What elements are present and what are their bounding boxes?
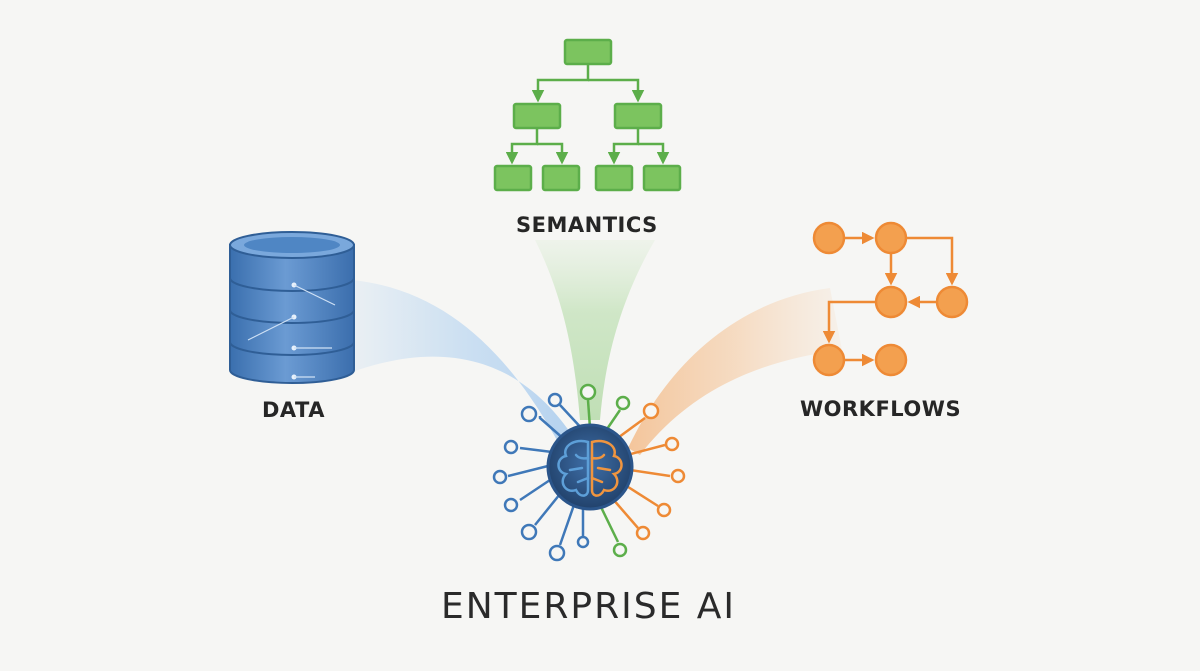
data-label: DATA (262, 398, 326, 422)
database-icon (229, 231, 355, 384)
enterprise-ai-title: ENTERPRISE AI (441, 586, 737, 627)
circuit-lines-blue (492, 392, 586, 562)
brain-circuit-icon (492, 383, 686, 562)
data-flow-ribbon (352, 280, 580, 455)
hierarchy-tree-icon (493, 38, 682, 192)
circuit-nodes-small (576, 505, 590, 549)
brain-left-hemisphere (557, 439, 590, 497)
circuit-lines-orange (611, 402, 686, 541)
workflows-flow-ribbon (628, 288, 842, 455)
semantics-label: SEMANTICS (516, 213, 658, 237)
semantics-flow-ribbon (535, 240, 655, 420)
circuit-lines-green (579, 383, 631, 558)
process-flow-icon (812, 221, 969, 377)
brain-core (546, 423, 634, 511)
brain-right-hemisphere (590, 439, 623, 497)
workflows-label: WORKFLOWS (800, 397, 962, 421)
